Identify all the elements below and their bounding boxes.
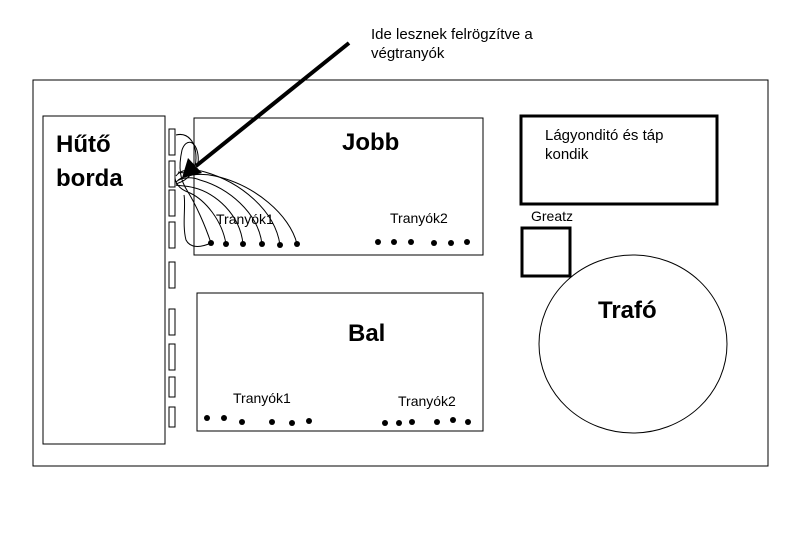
transistor-dot: [382, 420, 388, 426]
board-right-group2-label: Tranyók2: [390, 210, 448, 226]
arrow-head: [182, 158, 202, 178]
softstart-label-line-2: kondik: [545, 146, 589, 163]
transistor-dot: [408, 239, 414, 245]
board-right-group1-label: Tranyók1: [216, 211, 274, 227]
transistor-dot: [306, 418, 312, 424]
transistor-dot: [269, 419, 275, 425]
transformer-outline: [538, 254, 728, 434]
board-right-title: Jobb: [342, 129, 399, 156]
board-right-group2-dots: [375, 239, 470, 246]
heatsink-label-line-1: Hűtő: [56, 131, 111, 158]
board-left-group2-label: Tranyók2: [398, 393, 456, 409]
board-left-outline: [196, 292, 484, 432]
board-left-title: Bal: [348, 320, 385, 347]
heatsink-label-line-2: borda: [56, 165, 123, 192]
transistor-dot: [431, 240, 437, 246]
softstart-capacitor-box: Lágyonditó és táp kondik: [519, 114, 719, 206]
bridge-rectifier: Greatz: [520, 208, 573, 278]
wire: [175, 133, 197, 185]
mount-slot: [168, 189, 176, 217]
wire: [177, 173, 298, 245]
annotation-arrow: [182, 41, 351, 178]
rectifier-box: [520, 226, 572, 278]
mount-slot: [168, 160, 176, 188]
heatsink: Hűtő borda: [42, 115, 166, 445]
mount-slot: [168, 343, 176, 371]
board-left-group1-label: Tranyók1: [233, 390, 291, 406]
transistor-dot: [396, 420, 402, 426]
board-left-group1-dots: [204, 415, 312, 426]
wire: [175, 184, 244, 245]
board-left: Bal Tranyók1 Tranyók2: [196, 292, 484, 432]
softstart-label-line-1: Lágyonditó és táp: [545, 127, 663, 144]
board-right-group1-dots: [208, 240, 300, 248]
mount-slot: [168, 308, 176, 336]
mount-slot: [168, 128, 176, 156]
arrow-shaft: [194, 41, 351, 168]
transformer-label: Trafó: [598, 297, 657, 324]
transformer: Trafó: [538, 254, 728, 434]
transistor-dot: [239, 419, 245, 425]
transistor-mount-slots: [168, 128, 176, 428]
softstart-box-outline: [519, 114, 719, 206]
transistor-dot: [464, 239, 470, 245]
wire: [183, 194, 212, 247]
transistor-dot: [289, 420, 295, 426]
annotation-line-1: Ide lesznek felrögzítve a: [371, 26, 533, 43]
enclosure-outline: [32, 79, 769, 467]
mount-slot: [168, 376, 176, 398]
transistor-dot: [409, 419, 415, 425]
mount-slot: [168, 261, 176, 289]
heatsink-outline: [42, 115, 166, 445]
rectifier-label: Greatz: [531, 208, 573, 224]
transistor-dot: [391, 239, 397, 245]
board-right-outline: [193, 117, 484, 256]
transistor-dot: [450, 417, 456, 423]
transistor-dot: [204, 415, 210, 421]
transistor-dot: [221, 415, 227, 421]
transistor-wires: [174, 133, 298, 247]
wire: [174, 177, 227, 245]
annotation-line-2: végtranyók: [371, 45, 445, 62]
transistor-dot: [375, 239, 381, 245]
wire: [175, 169, 281, 246]
transistor-dot: [448, 240, 454, 246]
board-right: Jobb Tranyók1 Tranyók2: [193, 117, 484, 256]
mount-slot: [168, 221, 176, 249]
mount-slot: [168, 406, 176, 428]
transistor-dot: [434, 419, 440, 425]
transistor-dot: [465, 419, 471, 425]
board-left-group2-dots: [382, 417, 471, 426]
